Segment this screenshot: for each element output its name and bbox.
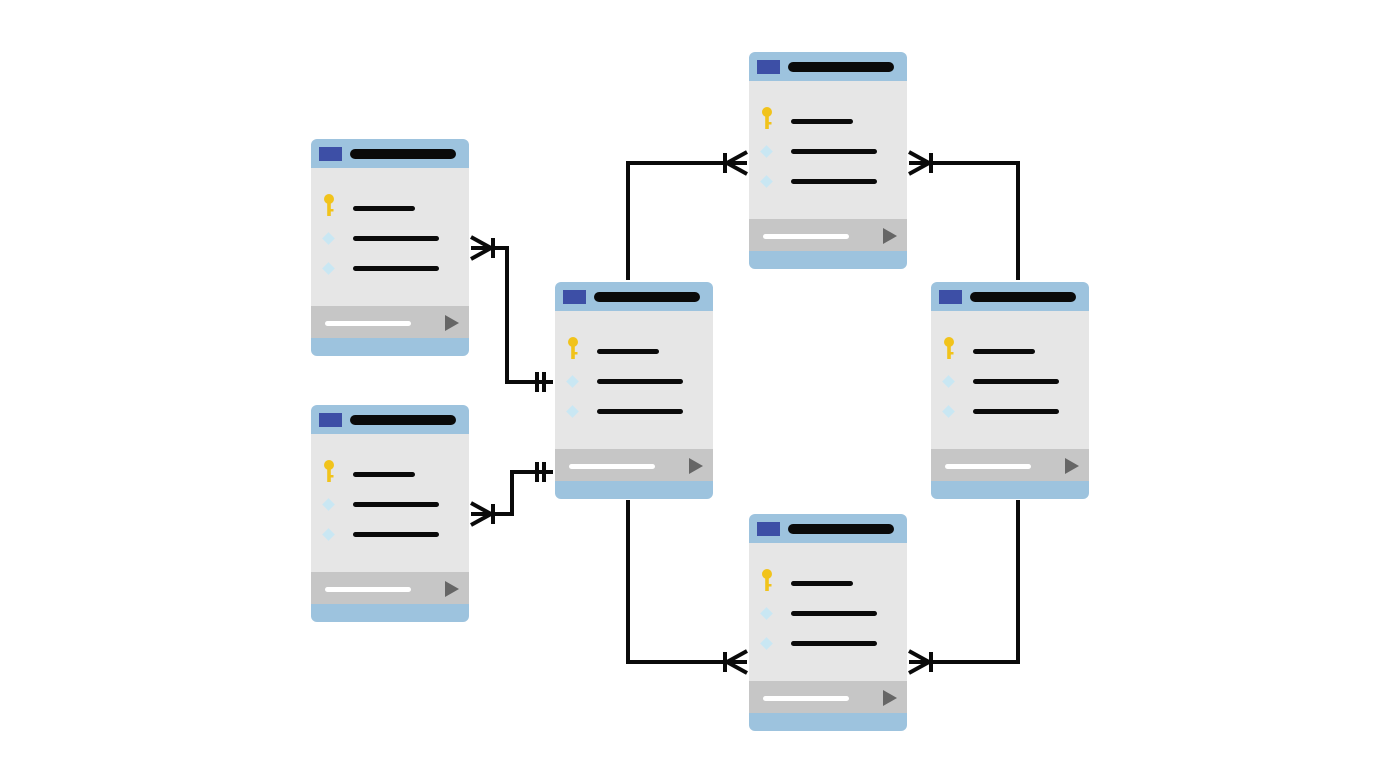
- field-bar: [973, 349, 1035, 354]
- many-marker-prong: [470, 235, 492, 250]
- field-bar: [791, 581, 853, 586]
- table-title-bar: [788, 62, 894, 72]
- primary-key-icon: [762, 107, 772, 129]
- many-marker-prong: [726, 649, 748, 664]
- field-bar: [597, 379, 683, 384]
- field-bar: [791, 641, 877, 646]
- table-title-bar: [788, 524, 894, 534]
- table-title-bar: [594, 292, 700, 302]
- play-icon: [1065, 458, 1079, 474]
- table-badge-icon: [757, 522, 780, 536]
- relationship-line: [471, 246, 553, 384]
- field-diamond-icon: [322, 262, 335, 275]
- field-bar: [353, 502, 439, 507]
- table-badge-icon: [319, 147, 342, 161]
- footer-bar: [763, 234, 849, 239]
- table-left-bottom: [311, 405, 469, 622]
- relationship-line: [626, 161, 747, 280]
- field-diamond-icon: [322, 232, 335, 245]
- entity-tables: [311, 52, 1089, 731]
- table-title-bar: [350, 149, 456, 159]
- play-icon: [883, 690, 897, 706]
- field-bar: [791, 149, 877, 154]
- footer-bar: [569, 464, 655, 469]
- primary-key-icon: [568, 337, 578, 359]
- relationship-center-to-bottom: [618, 482, 748, 675]
- field-bar: [353, 236, 439, 241]
- many-marker-prong: [726, 161, 748, 176]
- table-badge-icon: [757, 60, 780, 74]
- field-bar: [973, 379, 1059, 384]
- field-bar: [353, 472, 415, 477]
- primary-key-icon: [762, 569, 772, 591]
- field-bar: [597, 349, 659, 354]
- table-left-top: [311, 139, 469, 356]
- field-bar: [353, 532, 439, 537]
- field-bar: [973, 409, 1059, 414]
- table-title-bar: [350, 415, 456, 425]
- relationship-center-to-top: [618, 150, 748, 298]
- relationship-connectors: [470, 150, 1028, 675]
- field-bar: [791, 179, 877, 184]
- relationship-line: [909, 500, 1020, 664]
- primary-key-icon: [324, 194, 334, 216]
- relationship-line: [626, 500, 747, 664]
- play-icon: [445, 315, 459, 331]
- primary-key-icon: [324, 460, 334, 482]
- many-marker-prong: [726, 660, 748, 675]
- relationship-line: [909, 161, 1020, 280]
- relationship-right-to-bottom: [908, 482, 1028, 675]
- many-marker-prong: [908, 660, 930, 675]
- many-marker-prong: [726, 150, 748, 165]
- play-icon: [445, 581, 459, 597]
- field-bar: [597, 409, 683, 414]
- footer-bar: [325, 587, 411, 592]
- relationship-left-top-to-center: [470, 235, 553, 392]
- field-bar: [791, 611, 877, 616]
- relationship-left-bottom-to-center: [470, 462, 553, 527]
- many-marker-prong: [908, 150, 930, 165]
- primary-key-icon: [944, 337, 954, 359]
- field-diamond-icon: [322, 498, 335, 511]
- table-bottom: [749, 514, 907, 731]
- many-marker-prong: [470, 246, 492, 261]
- many-marker-prong: [908, 161, 930, 176]
- field-bar: [353, 206, 415, 211]
- table-center: [555, 282, 713, 499]
- field-bar: [353, 266, 439, 271]
- footer-bar: [325, 321, 411, 326]
- many-marker-prong: [470, 512, 492, 527]
- footer-bar: [945, 464, 1031, 469]
- play-icon: [689, 458, 703, 474]
- table-badge-icon: [563, 290, 586, 304]
- table-badge-icon: [939, 290, 962, 304]
- table-badge-icon: [319, 413, 342, 427]
- footer-bar: [763, 696, 849, 701]
- relationship-right-to-top: [908, 150, 1028, 298]
- play-icon: [883, 228, 897, 244]
- table-title-bar: [970, 292, 1076, 302]
- many-marker-prong: [470, 501, 492, 516]
- many-marker-prong: [908, 649, 930, 664]
- table-top: [749, 52, 907, 269]
- field-bar: [791, 119, 853, 124]
- table-right: [931, 282, 1089, 499]
